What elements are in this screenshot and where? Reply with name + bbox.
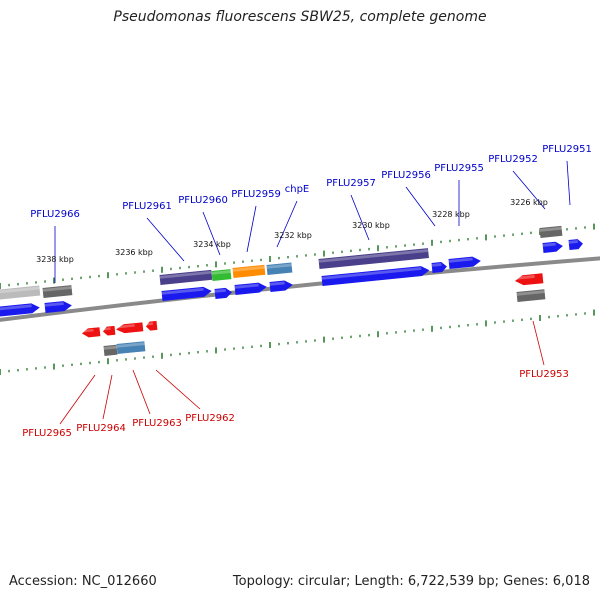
cds-reverse bbox=[81, 327, 101, 338]
gene-leader-line bbox=[512, 170, 546, 210]
gene-label-reverse: PFLU2962 bbox=[185, 413, 235, 424]
gene-label-forward: PFLU2960 bbox=[178, 195, 228, 206]
outer-tick-ring bbox=[0, 223, 595, 289]
gene-label-forward: PFLU2961 bbox=[122, 201, 172, 212]
cds-block bbox=[318, 248, 429, 269]
cds-block bbox=[211, 269, 232, 281]
cds-forward bbox=[234, 282, 267, 295]
cds-forward bbox=[568, 239, 583, 250]
gene-label-forward: PFLU2956 bbox=[381, 170, 431, 181]
gene-label-forward: PFLU2966 bbox=[30, 209, 80, 220]
gene-leader-line bbox=[566, 160, 571, 206]
inner-tick-ring bbox=[0, 309, 595, 375]
gene-label-reverse: PFLU2963 bbox=[132, 418, 182, 429]
cds-block bbox=[0, 285, 41, 300]
kbp-scale-labels: 3226 kbp 3228 kbp 3230 kbp 3232 kbp 3234 kbp… bbox=[36, 198, 548, 264]
cds-block bbox=[232, 264, 266, 278]
gene-label-reverse: PFLU2965 bbox=[22, 428, 72, 439]
kbp-tick-label: 3228 kbp bbox=[432, 210, 470, 219]
gene-leader-line bbox=[350, 194, 370, 241]
cds-block bbox=[266, 262, 293, 275]
kbp-tick-label: 3226 kbp bbox=[510, 198, 548, 207]
kbp-tick-label: 3236 kbp bbox=[115, 248, 153, 257]
gene-features bbox=[0, 225, 583, 356]
gene-label-forward: PFLU2957 bbox=[326, 178, 376, 189]
kbp-tick-label: 3230 kbp bbox=[352, 221, 390, 230]
gene-leader-line bbox=[59, 374, 96, 425]
gene-label-forward: PFLU2955 bbox=[434, 163, 484, 174]
gene-leader-line bbox=[102, 374, 113, 420]
cds-block bbox=[159, 269, 213, 285]
label-leader-lines bbox=[54, 160, 571, 425]
kbp-tick-label: 3232 kbp bbox=[274, 231, 312, 240]
gene-label-forward: PFLU2959 bbox=[231, 189, 281, 200]
cds-forward bbox=[431, 262, 447, 273]
gene-leader-line bbox=[246, 205, 257, 253]
cds-forward bbox=[321, 266, 430, 286]
gene-leader-line bbox=[532, 320, 545, 366]
cds-reverse bbox=[145, 320, 158, 331]
kbp-tick-label: 3238 kbp bbox=[36, 255, 74, 264]
cds-reverse bbox=[115, 322, 144, 334]
cds-forward bbox=[214, 287, 232, 299]
gene-leader-line bbox=[202, 211, 221, 256]
gene-leader-line bbox=[276, 200, 298, 248]
genome-summary-text: Topology: circular; Length: 6,722,539 bp… bbox=[232, 574, 590, 589]
cds-block bbox=[103, 344, 118, 356]
gene-label-forward: PFLU2952 bbox=[488, 154, 538, 165]
cds-block bbox=[516, 289, 546, 302]
genome-backbone bbox=[0, 256, 600, 322]
gene-label-forward: PFLU2951 bbox=[542, 144, 592, 155]
gene-leader-line bbox=[155, 369, 201, 410]
cds-forward bbox=[448, 256, 481, 269]
cds-block bbox=[42, 285, 73, 298]
cds-forward bbox=[542, 241, 563, 253]
cds-block bbox=[116, 341, 146, 354]
cds-forward bbox=[161, 286, 212, 301]
gene-leader-line bbox=[405, 186, 436, 227]
cds-block bbox=[539, 225, 563, 238]
cds-forward bbox=[0, 303, 40, 317]
cds-forward bbox=[44, 301, 72, 313]
gene-leader-line bbox=[146, 217, 185, 262]
kbp-tick-label: 3234 kbp bbox=[193, 240, 231, 249]
gene-label-reverse: PFLU2953 bbox=[519, 369, 569, 380]
gene-label-forward: chpE bbox=[285, 184, 310, 195]
cds-forward bbox=[269, 280, 293, 292]
cds-reverse bbox=[514, 273, 544, 286]
genome-title: Pseudomonas fluorescens SBW25, complete … bbox=[113, 9, 487, 25]
accession-text: Accession: NC_012660 bbox=[9, 574, 157, 589]
gene-label-reverse: PFLU2964 bbox=[76, 423, 126, 434]
cds-reverse bbox=[102, 325, 116, 336]
gene-leader-line bbox=[132, 369, 151, 415]
